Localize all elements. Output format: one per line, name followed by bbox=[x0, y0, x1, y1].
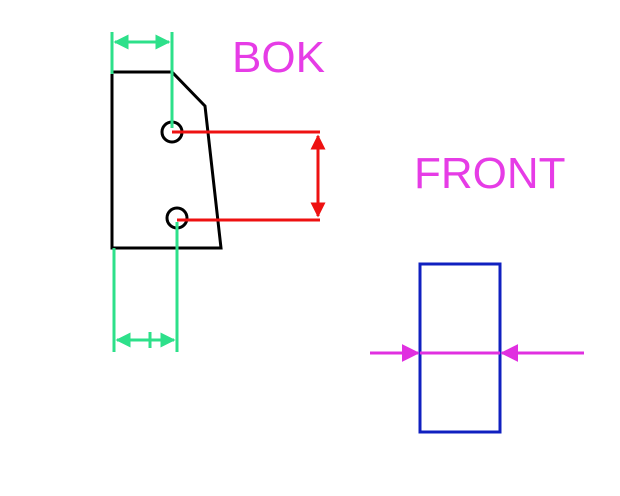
bottom-width-dimension bbox=[112, 222, 179, 352]
side-view-label: BOK bbox=[232, 33, 325, 82]
side-part-outline bbox=[110, 70, 223, 250]
front-view bbox=[370, 262, 584, 434]
side-view bbox=[110, 32, 326, 352]
top-width-dimension bbox=[110, 32, 174, 128]
front-view-label: FRONT bbox=[414, 149, 566, 198]
front-part-outline bbox=[418, 262, 502, 434]
hole-spacing-dimension bbox=[172, 130, 326, 222]
